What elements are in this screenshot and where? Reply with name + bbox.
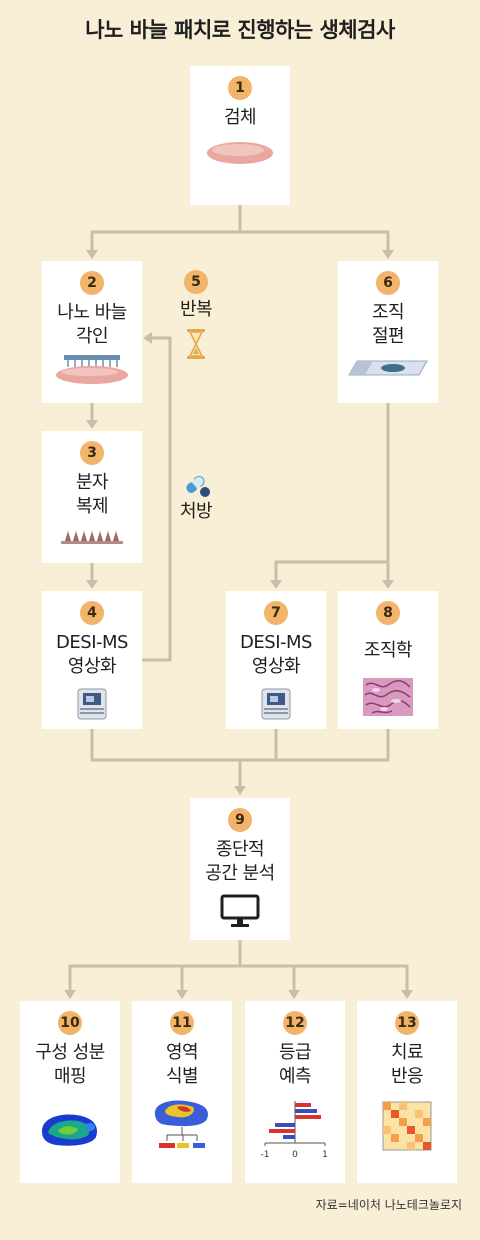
connector-4-to-2-repeat (142, 336, 172, 662)
tissue-sample-icon (207, 142, 273, 164)
tick-one: 1 (322, 1150, 328, 1160)
step-number-badge: 6 (376, 271, 400, 295)
connector-4-7-8-merge (90, 729, 390, 762)
step-number-badge: 10 (58, 1011, 82, 1035)
step-label: 조직학 (363, 640, 413, 661)
step-label: 검체 (223, 107, 257, 128)
composition-map-icon (42, 1114, 98, 1146)
step-label: 영역 식별 (165, 1042, 199, 1087)
step-1-box: 1 검체 (190, 66, 290, 205)
connector-1-to-2 (90, 205, 242, 254)
step-9-box: 9 종단적 공간 분석 (190, 798, 290, 940)
connector-9-to-10 (68, 940, 242, 994)
prescription-note: 처방 (170, 470, 222, 524)
prescription-label: 처방 (179, 501, 213, 522)
step-number-badge: 13 (395, 1011, 419, 1035)
step-2-box: 2 나노 바늘 각인 (42, 261, 142, 403)
connector-1-to-6 (240, 230, 390, 254)
mass-spectrometer-icon (77, 688, 107, 720)
step-3-box: 3 분자 복제 (42, 431, 142, 563)
mass-spectrometer-icon (261, 688, 291, 720)
step-10-box: 10 구성 성분 매핑 (20, 1001, 120, 1183)
tick-zero: 0 (292, 1150, 298, 1160)
step-label: DESI-MS 영상화 (240, 632, 312, 677)
step-number-badge: 7 (264, 601, 288, 625)
step-number-badge: 1 (228, 76, 252, 100)
step-4-box: 4 DESI-MS 영상화 (42, 591, 142, 729)
step-number-badge: 3 (80, 441, 104, 465)
treatment-response-heatmap-icon (382, 1101, 432, 1151)
step-label: 분자 복제 (75, 472, 109, 517)
step-8-box: 8 조직학 (338, 591, 438, 729)
step-5-repeat: 5 반복 (170, 270, 222, 360)
step-label: DESI-MS 영상화 (56, 632, 128, 677)
step-6-box: 6 조직 절편 (338, 261, 438, 403)
hourglass-icon (187, 329, 205, 359)
step-number-badge: 5 (184, 270, 208, 294)
tick-minus-one: -1 (261, 1150, 270, 1160)
tissue-slide-icon (348, 360, 428, 376)
step-number-badge: 9 (228, 808, 252, 832)
monitor-icon (220, 894, 260, 927)
step-7-box: 7 DESI-MS 영상화 (226, 591, 326, 729)
step-13-box: 13 치료 반응 (357, 1001, 457, 1183)
source-credit: 자료=네이처 나노테크놀로지 (315, 1198, 462, 1212)
step-number-badge: 2 (80, 271, 104, 295)
step-number-badge: 4 (80, 601, 104, 625)
step-label: 반복 (179, 299, 213, 320)
step-number-badge: 12 (283, 1011, 307, 1035)
step-label: 종단적 공간 분석 (205, 839, 275, 884)
connector-9-to-13 (240, 964, 409, 994)
pill-capsule-icon (186, 475, 210, 497)
step-number-badge: 11 (170, 1011, 194, 1035)
histology-icon (363, 678, 413, 716)
region-identification-icon (154, 1100, 209, 1148)
step-11-box: 11 영역 식별 (132, 1001, 232, 1183)
step-label: 나노 바늘 각인 (57, 302, 127, 347)
step-label: 구성 성분 매핑 (35, 1042, 105, 1087)
diagram-title: 나노 바늘 패치로 진행하는 생체검사 (85, 18, 395, 42)
grade-prediction-chart-icon: -1 0 1 (261, 1101, 328, 1160)
connector-6-to-7 (274, 560, 388, 584)
step-label: 치료 반응 (390, 1042, 424, 1087)
nanoneedle-array-icon (61, 531, 123, 544)
nanoneedle-patch-icon (56, 355, 128, 384)
step-12-box: 12 등급 예측 -1 0 1 (245, 1001, 345, 1183)
step-label: 등급 예측 (278, 1042, 312, 1087)
step-label: 조직 절편 (371, 302, 405, 347)
step-number-badge: 8 (376, 601, 400, 625)
